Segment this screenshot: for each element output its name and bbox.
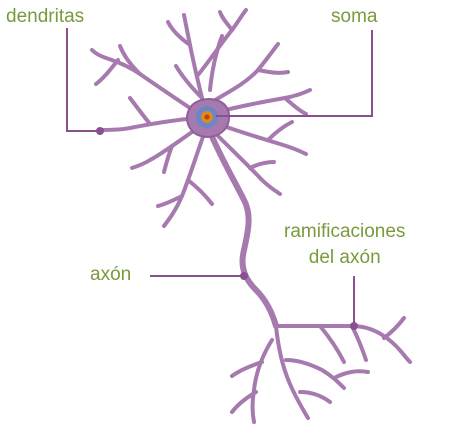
axon-branches-label-line1: ramificaciones xyxy=(284,219,405,245)
soma-leader-line xyxy=(216,30,372,116)
axon-leader-dot xyxy=(240,272,248,280)
dendrites-leader-dot xyxy=(96,127,104,135)
axon-branches-label: ramificaciones del axón xyxy=(284,219,405,271)
nucleolus xyxy=(205,115,210,120)
axon-label: axón xyxy=(90,264,131,286)
dendrites-leader-line xyxy=(67,28,100,131)
axon-terminal-branches xyxy=(232,318,410,422)
soma-label: soma xyxy=(331,6,377,28)
axon-branches-label-line2: del axón xyxy=(284,245,405,271)
dendrites-label: dendritas xyxy=(6,6,84,28)
axon-branches-leader-dot xyxy=(350,322,358,330)
